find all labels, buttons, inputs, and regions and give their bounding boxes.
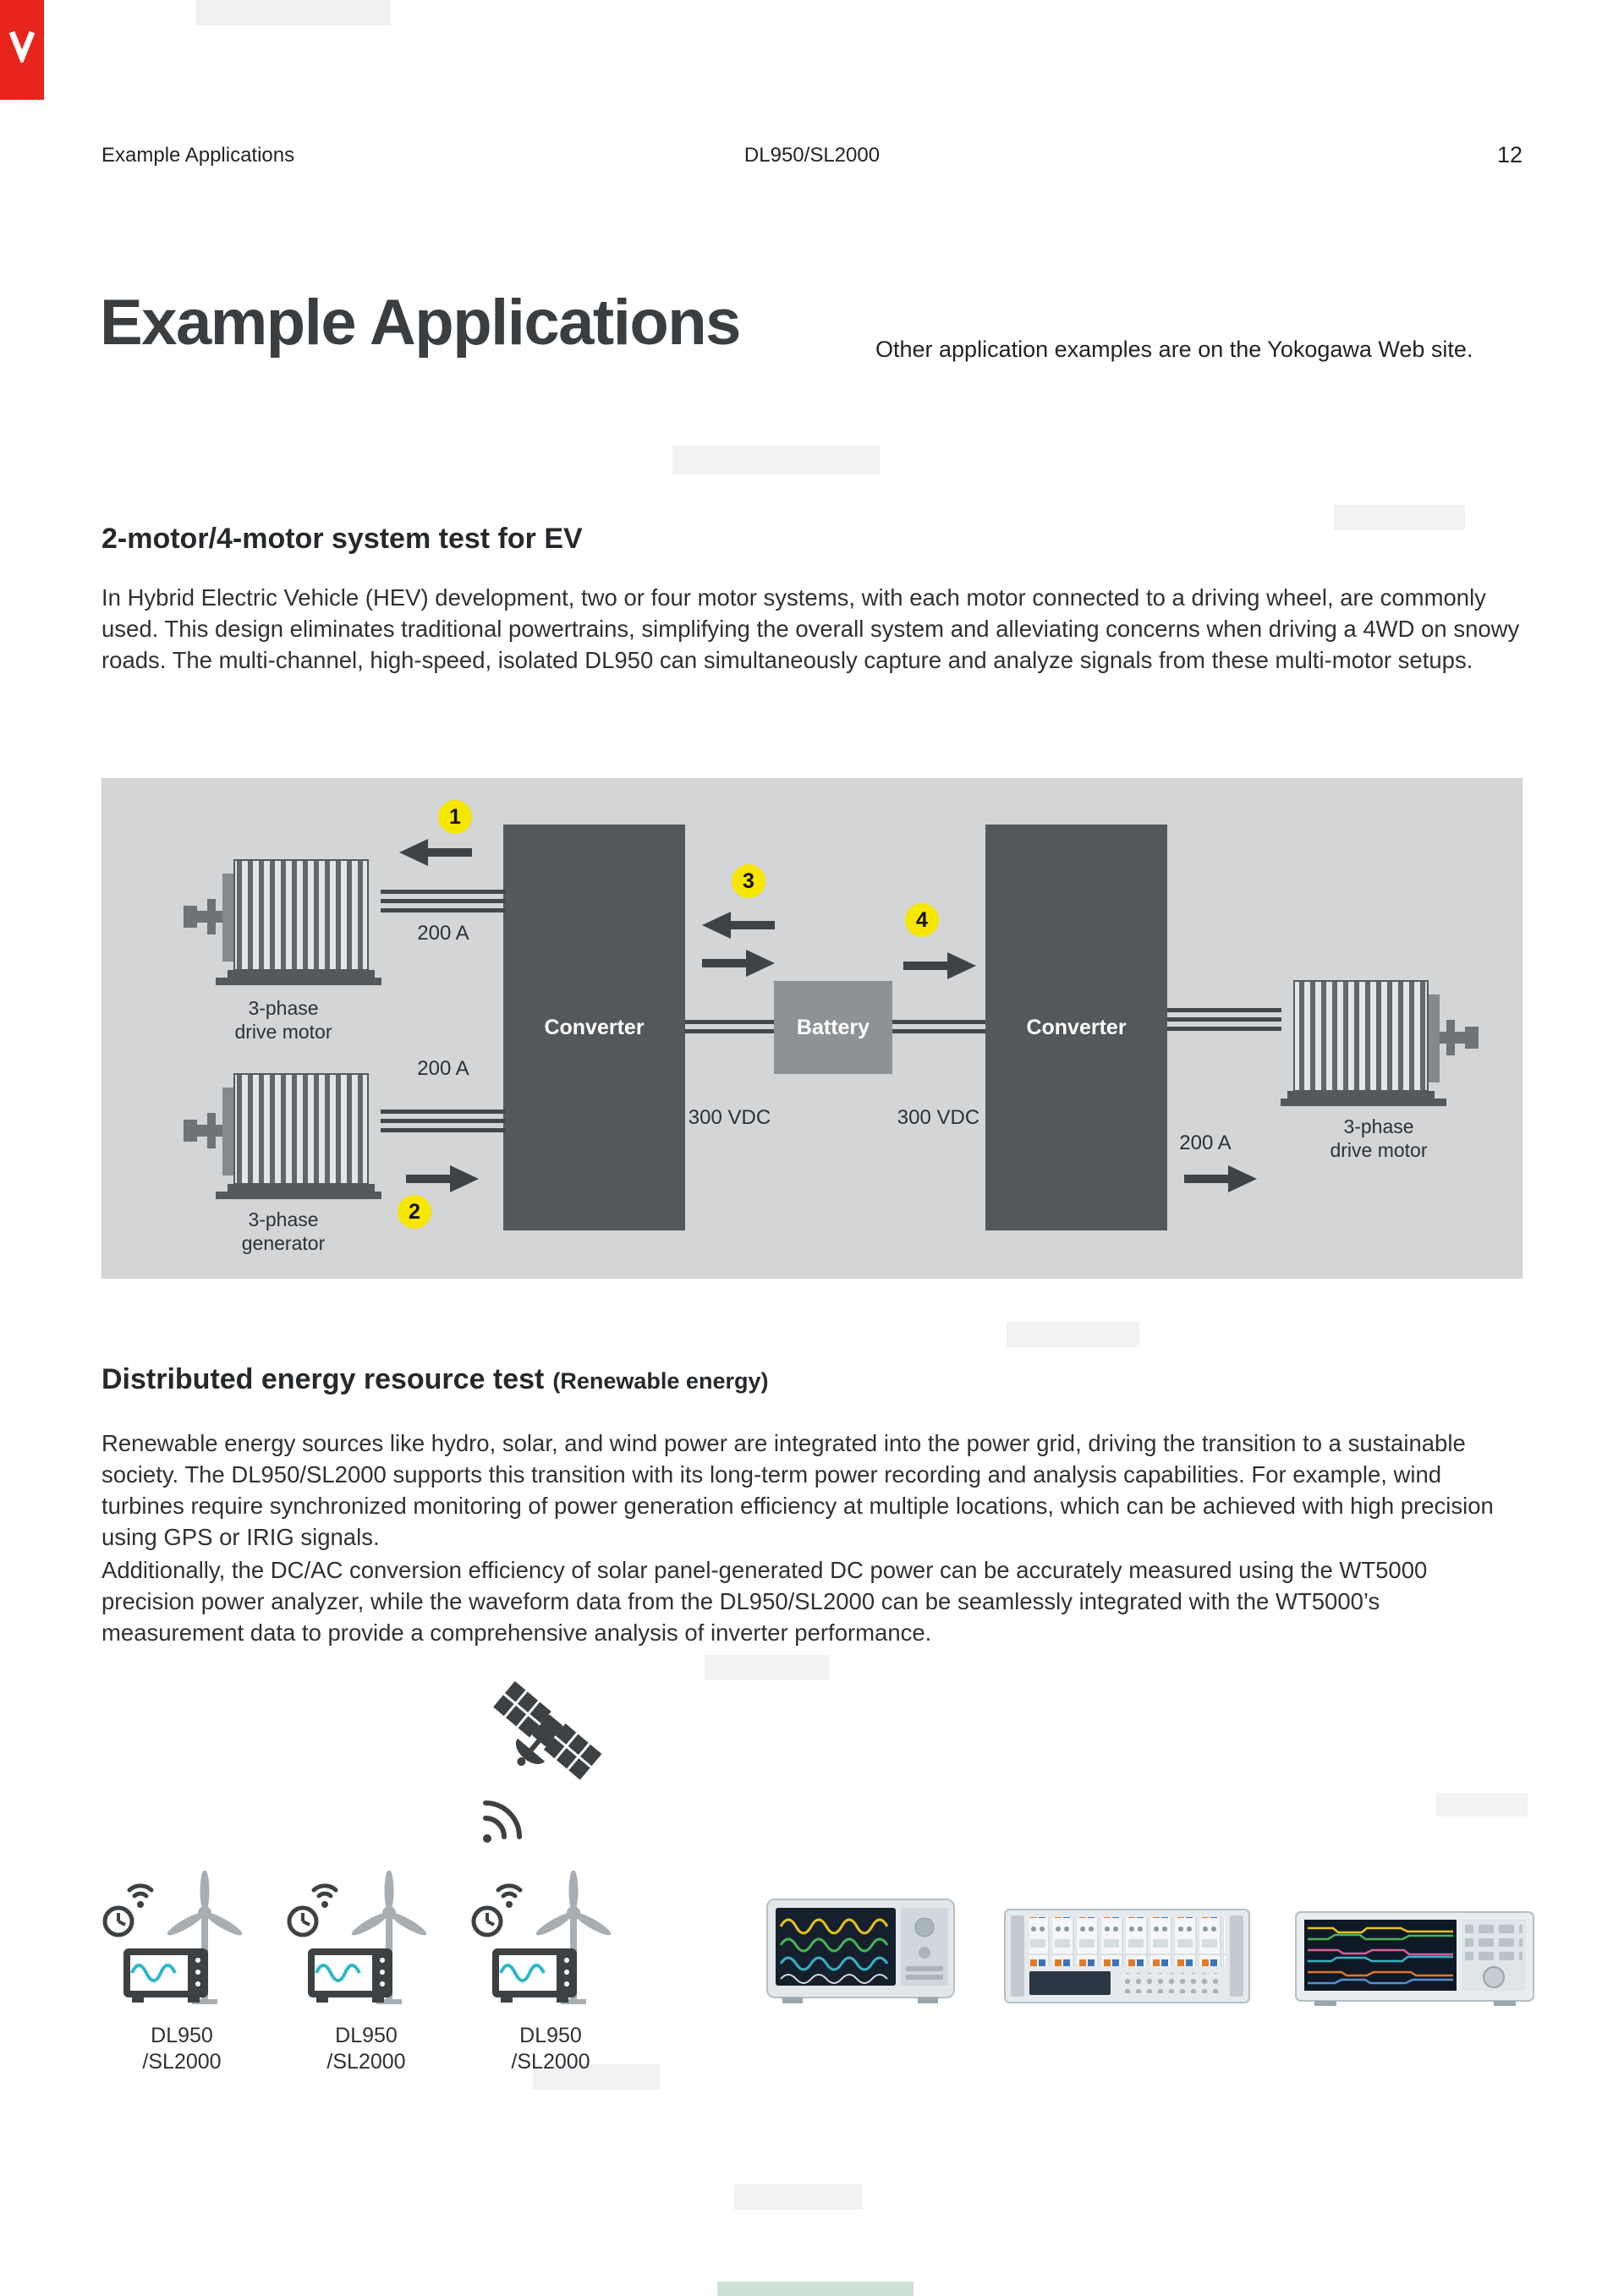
device-label-1: DL950 /SL2000 [142,2024,222,2074]
converter-left-box: Converter [503,825,685,1230]
wt5000-product-image [1294,1910,1535,2011]
scan-artifact [717,2282,914,2296]
flow-arrow-right-icon [1184,1165,1257,1192]
flow-arrow-right-icon [406,1165,479,1192]
page-title: Example Applications [100,287,741,359]
dl950-product-image [765,1897,956,2011]
scan-artifact [1436,1793,1528,1817]
current-label-bottom: 200 A [417,1057,469,1080]
device-label-3: DL950 /SL2000 [511,2024,590,2074]
device-label-2: DL950 /SL2000 [326,2024,406,2074]
section-ev-heading: 2-motor/4-motor system test for EV [102,523,583,555]
motor-drive-right-caption: 3-phase drive motor [1330,1115,1428,1161]
generator-caption: 3-phase generator [241,1208,326,1254]
scan-artifact [1007,1322,1139,1347]
flow-arrow-left-icon [399,839,472,866]
motor-drive-top-caption: 3-phase drive motor [234,997,332,1043]
current-label-right: 200 A [1179,1132,1232,1154]
flow-arrow-right-icon [702,950,775,977]
scan-artifact [1334,505,1465,530]
scan-artifact [734,2184,863,2210]
wind-site-group-2 [277,1870,455,2019]
generator-image [182,1064,385,1203]
section-der-heading: Distributed energy resource test (Renewab… [102,1363,768,1396]
wind-site-group-1 [93,1870,271,2019]
motor-drive-top-image [182,850,385,989]
page-subtitle: Other application examples are on the Yo… [875,337,1473,362]
section-der-heading-suffix: (Renewable energy) [552,1368,769,1394]
section-ev-body: In Hybrid Electric Vehicle (HEV) develop… [102,584,1520,673]
voltage-label-right: 300 VDC [897,1106,980,1129]
corner-ribbon [0,0,44,100]
bus-motor-right [1167,1008,1281,1031]
section-der-heading-main: Distributed energy resource test [102,1363,545,1395]
section-der-body1: Renewable energy sources like hydro, sol… [102,1430,1494,1550]
battery-box: Battery [774,981,892,1074]
scan-artifact [705,1655,830,1680]
ev-system-diagram: 3-phase drive motor 3-phase generator [102,778,1522,1279]
step-badge-3: 3 [732,864,765,898]
bus-converter-battery [685,1020,774,1033]
wind-site-group-3 [462,1870,639,2019]
scan-artifact [196,0,391,25]
bus-generator [381,1110,506,1132]
flow-arrow-left-icon [702,912,775,939]
scan-artifact [672,446,880,474]
page-number: 12 [1496,142,1522,167]
voltage-label-left: 300 VDC [688,1106,771,1129]
step-badge-1: 1 [438,800,472,834]
ribbon-mark-icon [8,30,36,63]
scan-artifact [533,2064,660,2090]
running-header-center: DL950/SL2000 [743,144,881,167]
section-der-body2: Additionally, the DC/AC conversion effic… [102,1557,1428,1646]
step-badge-4: 4 [905,903,939,937]
running-header-left: Example Applications [102,144,295,167]
current-label-top: 200 A [417,922,469,945]
bus-motor-top [381,890,506,912]
flow-arrow-right-icon [903,952,976,979]
step-badge-2: 2 [398,1195,431,1229]
bus-battery-converter [892,1020,985,1033]
gps-satellite-icon [472,1674,624,1856]
sl2000-product-image [1002,1905,1252,2011]
converter-right-box: Converter [985,825,1167,1230]
motor-drive-right-image [1277,971,1480,1110]
